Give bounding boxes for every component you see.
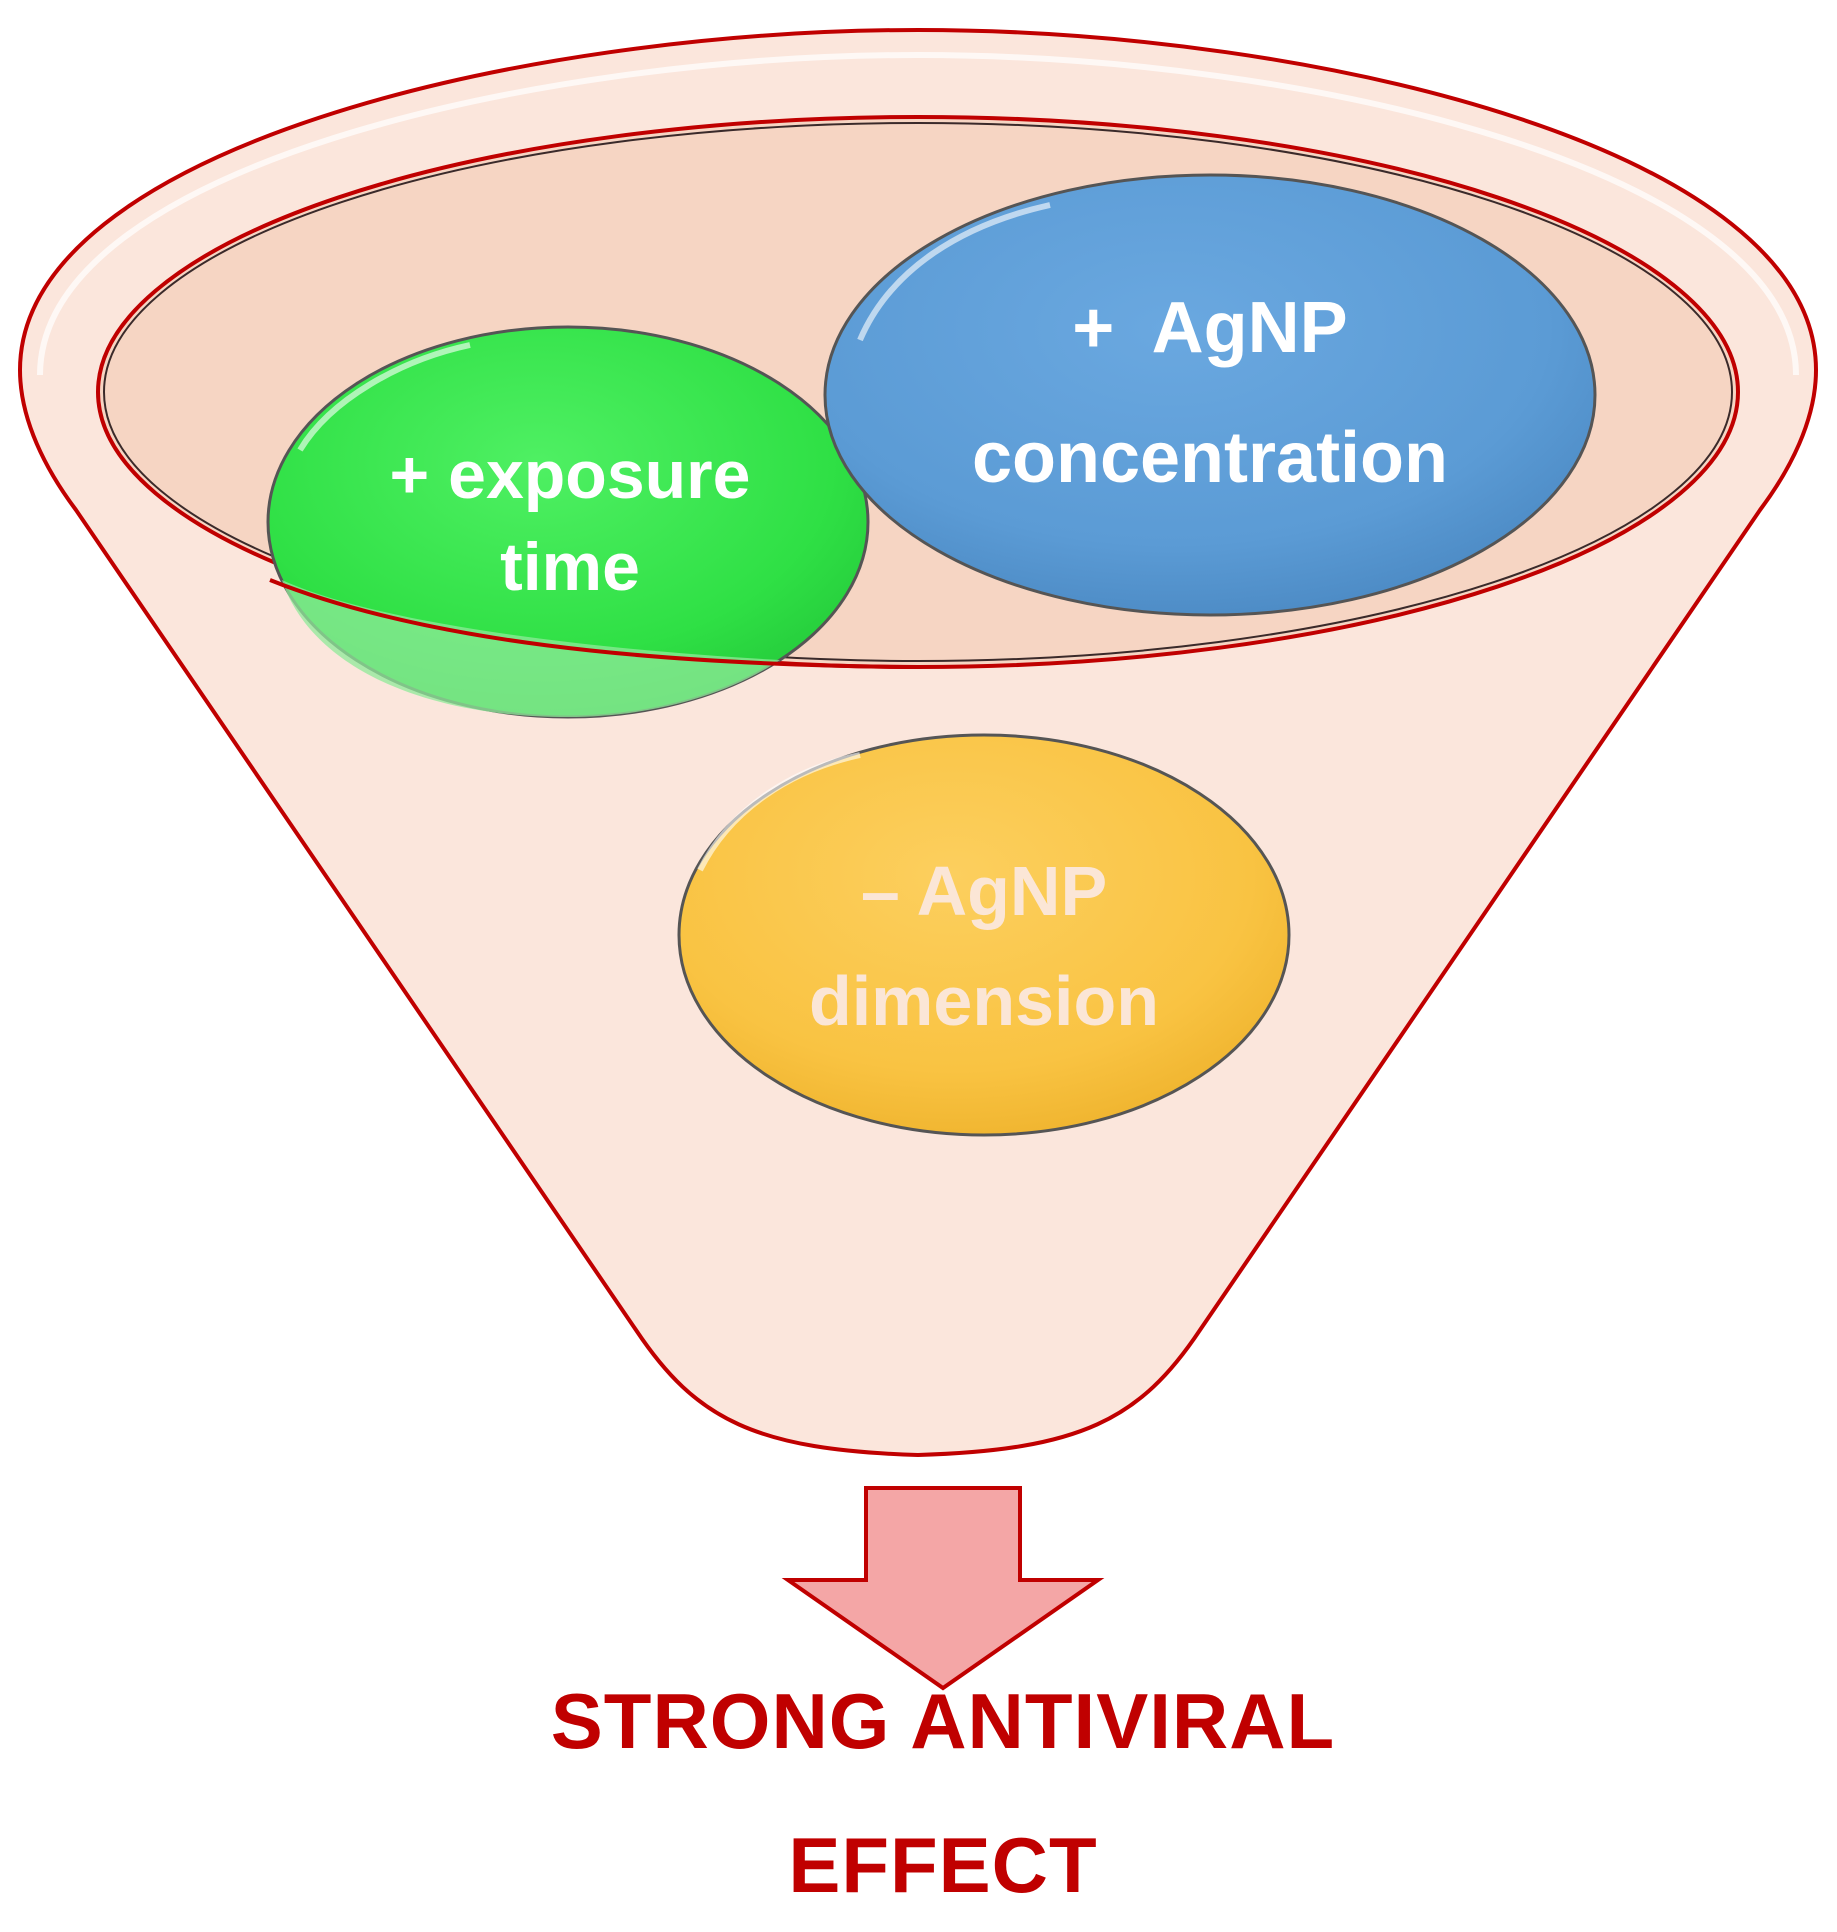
exposure-time-bubble: + exposure time — [266, 325, 870, 719]
outcome-line1: STRONG ANTIVIRAL — [551, 1677, 1335, 1765]
agnp-dimension-bubble: – AgNP dimension — [677, 733, 1291, 1137]
funnel-inner-rim — [37, 51, 1799, 376]
exposure-time-line1: + exposure — [390, 437, 751, 513]
down-arrow — [781, 1486, 1105, 1691]
exposure-time-bubble-lower-tint — [282, 580, 780, 717]
funnel-mouth-inner-line — [103, 122, 1733, 662]
agnp-concentration-line2: concentration — [972, 418, 1448, 498]
agnp-concentration-bubble: + AgNP concentration — [823, 173, 1597, 617]
agnp-concentration-line1: + AgNP — [1072, 288, 1347, 368]
outcome-line2: EFFECT — [788, 1821, 1097, 1909]
exposure-time-line2: time — [500, 529, 640, 605]
funnel-mouth-front-edge — [269, 578, 919, 669]
agnp-dimension-line2: dimension — [809, 962, 1159, 1040]
agnp-dimension-line1: – AgNP — [861, 852, 1107, 930]
